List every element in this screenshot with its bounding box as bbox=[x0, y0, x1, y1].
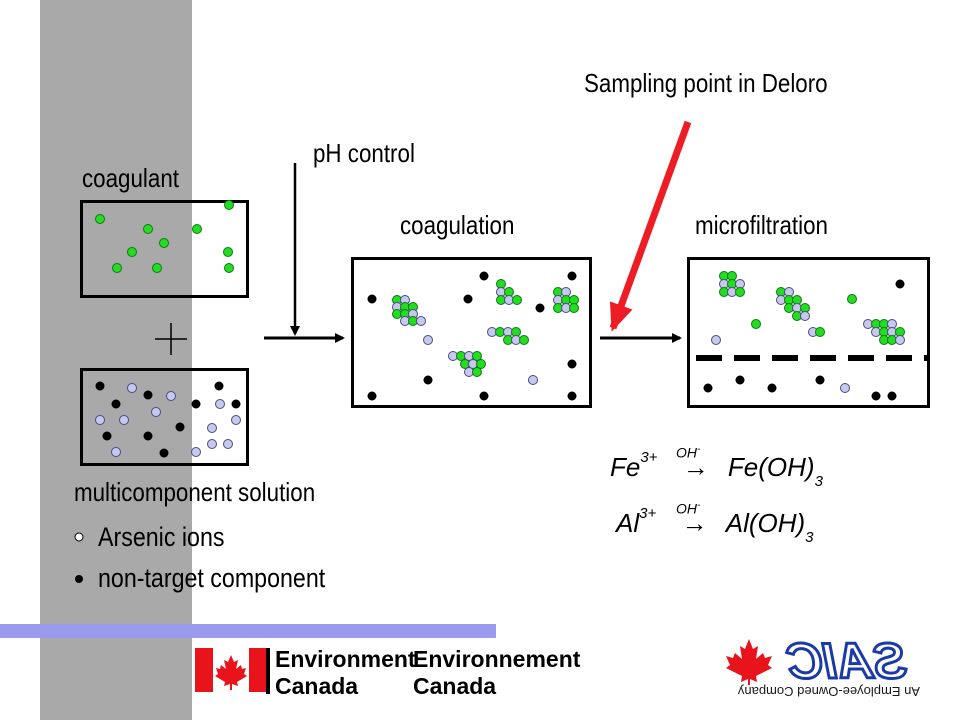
floc bbox=[487, 327, 529, 345]
fe-equation: Fe3+ → Fe(OH)3 bbox=[610, 449, 823, 491]
accent-band bbox=[0, 624, 496, 638]
reaction-arrow-icon: → bbox=[682, 452, 709, 482]
floc bbox=[776, 287, 810, 321]
arsenic-legend-marker bbox=[74, 532, 84, 542]
floc bbox=[392, 295, 426, 326]
non-target-legend-marker bbox=[75, 575, 83, 583]
maple-leaf-icon bbox=[724, 637, 774, 685]
non-target-legend-label: non-target component bbox=[98, 563, 326, 593]
coagulant-label: coagulant bbox=[82, 163, 179, 193]
floc bbox=[719, 271, 745, 297]
al-equation: Al3+ → Al(OH)3 bbox=[616, 505, 814, 547]
ph-control-label: pH control bbox=[313, 138, 415, 168]
oh-label-fe: OH- bbox=[676, 444, 701, 461]
oh-label-al: OH- bbox=[676, 500, 701, 517]
coagulation-label: coagulation bbox=[400, 210, 515, 240]
saic-logo: SAIC bbox=[778, 632, 916, 691]
solution-arsenic-particles bbox=[95, 383, 241, 457]
floc bbox=[863, 319, 905, 345]
reaction-arrow-icon: → bbox=[681, 508, 708, 538]
coagulant-box bbox=[80, 200, 249, 298]
solution-box bbox=[80, 368, 249, 466]
solution-black-particles bbox=[95, 381, 241, 458]
multicomponent-label: multicomponent solution bbox=[74, 477, 316, 507]
svg-text:SAIC: SAIC bbox=[786, 633, 906, 686]
floc bbox=[553, 287, 579, 313]
microfiltration-box bbox=[687, 257, 930, 408]
sidebar-bar bbox=[40, 0, 192, 720]
floc bbox=[496, 279, 522, 305]
microfiltration-particles bbox=[703, 279, 905, 401]
sampling-arrow bbox=[609, 120, 692, 332]
env-divider bbox=[266, 648, 270, 694]
plus-sign bbox=[155, 323, 187, 355]
coagulation-black-particles bbox=[367, 271, 577, 401]
arsenic-legend-label: Arsenic ions bbox=[98, 522, 225, 552]
floc bbox=[448, 351, 486, 377]
microfiltration-label: microfiltration bbox=[695, 210, 828, 240]
canada-flag-icon bbox=[195, 648, 267, 692]
sampling-point-label: Sampling point in Deloro bbox=[584, 68, 828, 98]
coagulant-particles bbox=[95, 200, 234, 273]
environment-canada-fr: Environnement Canada bbox=[413, 646, 581, 699]
coagulation-box bbox=[351, 257, 592, 408]
coagulation-arsenic-particles bbox=[423, 335, 538, 385]
saic-tagline: An Employee-Owned Company bbox=[737, 684, 920, 699]
environment-canada-en: Environment Canada bbox=[275, 646, 416, 699]
